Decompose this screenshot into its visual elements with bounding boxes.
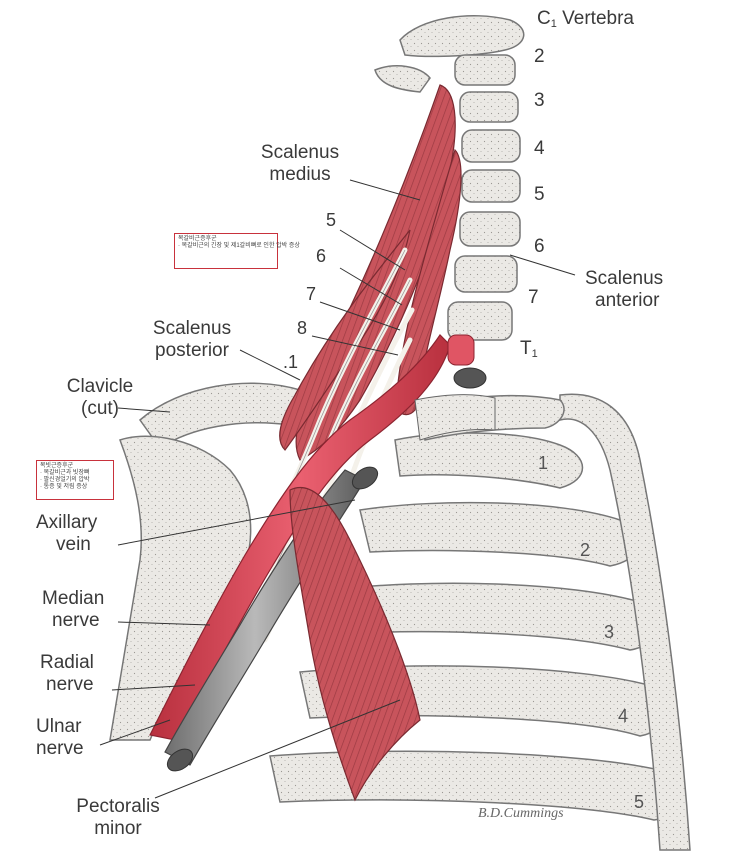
vein-cut-end-bottom — [166, 748, 194, 772]
vertebra-number: 6 — [534, 236, 545, 257]
vertebra-body-3 — [459, 91, 519, 123]
annotation-lower-line: · 목갈비근과 빗장뼈 — [40, 470, 90, 476]
vertebra-number: 5 — [534, 184, 545, 205]
c1-suffix: Vertebra — [562, 8, 634, 29]
vertebra-body-5 — [461, 169, 521, 203]
clavicle-line2: (cut) — [81, 398, 119, 419]
transverse-processes — [374, 65, 431, 93]
nerve-level-number: 7 — [306, 284, 317, 304]
vertebra-number: 3 — [534, 90, 545, 111]
t1-prefix: T — [520, 338, 532, 359]
vertebra-body-7 — [454, 255, 518, 293]
scalenus-anterior-muscle — [395, 148, 462, 416]
rib-number: 5 — [634, 792, 645, 812]
brachiocephalic-vein — [414, 394, 496, 441]
vertebra-body-2 — [454, 54, 516, 86]
vertebra-body-4 — [461, 129, 521, 163]
c1-vertebra-label: C1 Vertebra — [537, 8, 634, 35]
scalenus-medius-line1: Scalenus — [260, 142, 340, 163]
c1-prefix: C — [537, 8, 551, 29]
rib-1 — [394, 432, 584, 489]
radial-line2: nerve — [46, 674, 94, 695]
median-line2: nerve — [52, 610, 100, 631]
c1-sub: 1 — [550, 18, 557, 30]
ulnar-nerve-label: Ulnar nerve — [36, 716, 84, 760]
axillary-line2: vein — [56, 534, 91, 555]
t1-label: T1 — [520, 338, 538, 365]
scalenus-posterior-line2: posterior — [155, 340, 229, 361]
leader-lines — [99, 179, 576, 799]
nerve-level-number: .1 — [283, 352, 299, 372]
vertebra-number: 7 — [528, 287, 539, 308]
rib-cage — [269, 393, 691, 851]
axillary-vein-label: Axillary vein — [36, 512, 97, 556]
pectoralis-minor-label: Pectoralis minor — [58, 796, 178, 840]
annotation-upper-line: · 목갈비근의 긴장 및 제1갈비뼈로 인한 압박 증상 — [178, 243, 300, 249]
artist-signature: B.D.Cummings — [478, 806, 564, 821]
pectoralis-line1: Pectoralis — [76, 796, 160, 817]
scalenus-posterior-line1: Scalenus — [152, 318, 232, 339]
t1-sub: 1 — [531, 348, 538, 360]
annotation-lower-line: 목빗근증후군 — [40, 463, 74, 469]
vertebra-body-6 — [459, 211, 521, 247]
artery-stump — [447, 334, 475, 366]
pectoralis-minor-muscle — [289, 486, 421, 802]
vertebra-number: 2 — [534, 46, 545, 67]
vein-cut-end-top — [351, 466, 379, 490]
rib-number: 2 — [580, 540, 591, 560]
nerve-level-number: 6 — [316, 246, 327, 266]
vertebra-number: 4 — [534, 138, 545, 159]
vertebra-body-t1 — [447, 301, 513, 341]
axillary-artery — [149, 334, 451, 741]
cervical-spine — [374, 15, 525, 341]
scalenus-anterior-line1: Scalenus — [585, 268, 664, 289]
axillary-line1: Axillary — [36, 512, 98, 533]
scalenus-anterior-label: Scalenus anterior — [585, 268, 663, 312]
clavicle-label: Clavicle (cut) — [50, 376, 150, 420]
median-nerve-label: Median nerve — [42, 588, 104, 632]
rib-number: 3 — [604, 622, 615, 642]
annotation-upper-line: 목갈비근증후군 — [178, 236, 217, 242]
scalenus-medius-label: Scalenus medius — [245, 142, 355, 186]
scalenus-medius-line2: medius — [269, 164, 331, 185]
ulnar-line1: Ulnar — [36, 716, 82, 737]
radial-nerve-label: Radial nerve — [40, 652, 94, 696]
ulnar-line2: nerve — [36, 738, 84, 759]
rib-number: 4 — [618, 706, 629, 726]
nerve-level-number: 8 — [297, 318, 308, 338]
scalenus-posterior-label: Scalenus posterior — [130, 318, 254, 362]
rib-2 — [359, 501, 639, 567]
annotation-lower-line: · 통증 및 저림 증상 — [40, 484, 88, 490]
pectoralis-line2: minor — [94, 818, 142, 839]
scalenus-anterior-line2: anterior — [595, 290, 660, 311]
sternum-edge — [559, 393, 691, 851]
atlas-c1 — [399, 15, 525, 58]
annotation-box-lower: 목빗근증후군 · 목갈비근과 빗장뼈 · 팔신경얼기의 압박 · 통증 및 저림… — [36, 460, 114, 500]
vein-stump-right — [453, 367, 487, 389]
scalenus-posterior-muscle — [279, 229, 411, 451]
rib-5 — [269, 750, 684, 821]
annotation-box-upper: 목갈비근증후군 · 목갈비근의 긴장 및 제1갈비뼈로 인한 압박 증상 — [174, 233, 300, 269]
nerve-level-number: 5 — [326, 210, 337, 230]
median-line1: Median — [42, 588, 105, 609]
clavicle-line1: Clavicle — [66, 376, 134, 397]
radial-line1: Radial — [40, 652, 94, 673]
rib-number: 1 — [538, 453, 549, 473]
annotation-lower-line: · 팔신경얼기의 압박 — [40, 477, 90, 483]
scalene-muscles — [279, 84, 462, 461]
